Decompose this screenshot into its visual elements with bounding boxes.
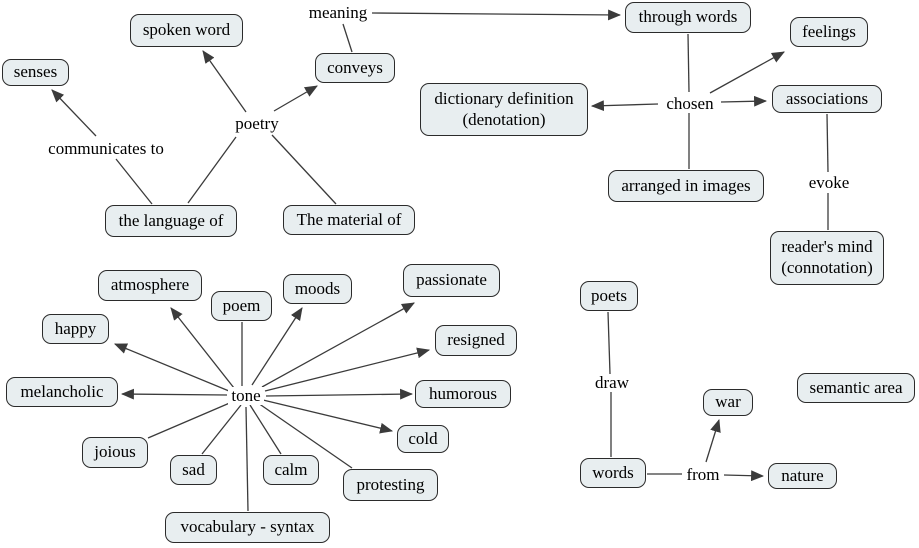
edge-tone-happy (113, 343, 230, 392)
node-spoken-word: spoken word (130, 14, 243, 47)
node-poem: poem (211, 291, 272, 321)
node-sad: sad (170, 455, 217, 485)
edge-tone-protesting (257, 402, 353, 469)
node-moods: moods (283, 274, 352, 304)
edge-from-nature (723, 470, 765, 482)
edge-tone-humorous (265, 388, 414, 400)
edge-tone-resigned (264, 347, 431, 392)
edge-conveys-meaning (342, 23, 353, 53)
node-melancholic: melancholic (6, 377, 118, 407)
edge-chosen-dictionary-definition (590, 100, 659, 112)
node-humorous: humorous (415, 380, 511, 408)
node-through-words: through words (625, 2, 751, 33)
edge-the-language-of-communicates-to (115, 158, 153, 205)
link-label-chosen: chosen (663, 94, 717, 113)
link-label-poetry: poetry (231, 114, 283, 134)
edge-poetry-spoken-word (202, 50, 247, 113)
edge-tone-sad (201, 404, 242, 455)
edge-through-words-chosen (687, 33, 690, 93)
node-associations: associations (772, 85, 882, 113)
edge-tone-melancholic (120, 388, 228, 400)
edge-chosen-associations (720, 95, 768, 107)
edge-tone-vocabulary-syntax (245, 406, 249, 512)
node-words: words (580, 458, 646, 488)
edge-associations-evoke (826, 113, 829, 173)
edge-tone-atmosphere (170, 307, 235, 389)
node-semantic-area: semantic area (797, 373, 915, 403)
edge-tone-calm (249, 404, 282, 455)
edge-chosen-feelings (709, 51, 785, 94)
edge-meaning-through-words (371, 9, 622, 21)
link-label-draw: draw (592, 373, 632, 392)
node-the-material-of: The material of (283, 205, 415, 235)
edge-tone-cold (262, 399, 394, 434)
node-the-language-of: the language of (105, 205, 237, 237)
edge-poets-draw (607, 311, 611, 375)
node-vocabulary-syntax: vocabulary - syntax (165, 512, 330, 543)
edge-poetry-the-material-of (271, 134, 337, 205)
edge-tone-passionate (261, 302, 415, 388)
node-war: war (703, 389, 753, 416)
link-label-tone: tone (228, 386, 264, 405)
node-joious: joious (82, 437, 148, 468)
node-poets: poets (580, 281, 638, 311)
node-senses: senses (2, 59, 69, 86)
link-label-meaning: meaning (306, 3, 370, 22)
node-resigned: resigned (435, 325, 517, 356)
edge-tone-moods (251, 307, 303, 386)
edge-poetry-conveys (273, 85, 318, 112)
node-feelings: feelings (790, 17, 868, 47)
node-happy: happy (42, 314, 109, 344)
node-cold: cold (397, 425, 449, 453)
node-conveys: conveys (315, 53, 395, 83)
link-label-evoke: evoke (806, 173, 852, 192)
link-label-from: from (684, 465, 722, 484)
node-passionate: passionate (403, 264, 500, 297)
edge-from-war (705, 418, 721, 463)
edge-the-language-of-poetry (187, 136, 237, 204)
node-atmosphere: atmosphere (98, 270, 202, 301)
node-readers-mind: reader's mind (connotation) (770, 231, 884, 285)
edge-communicates-to-senses (51, 89, 97, 137)
node-arranged-in-images: arranged in images (608, 170, 764, 202)
node-dictionary-definition: dictionary definition (denotation) (420, 83, 588, 136)
node-nature: nature (768, 463, 837, 489)
node-calm: calm (263, 455, 319, 485)
edge-tone-joious (147, 401, 233, 439)
node-protesting: protesting (343, 469, 438, 501)
link-label-communicates-to: communicates to (43, 139, 169, 158)
